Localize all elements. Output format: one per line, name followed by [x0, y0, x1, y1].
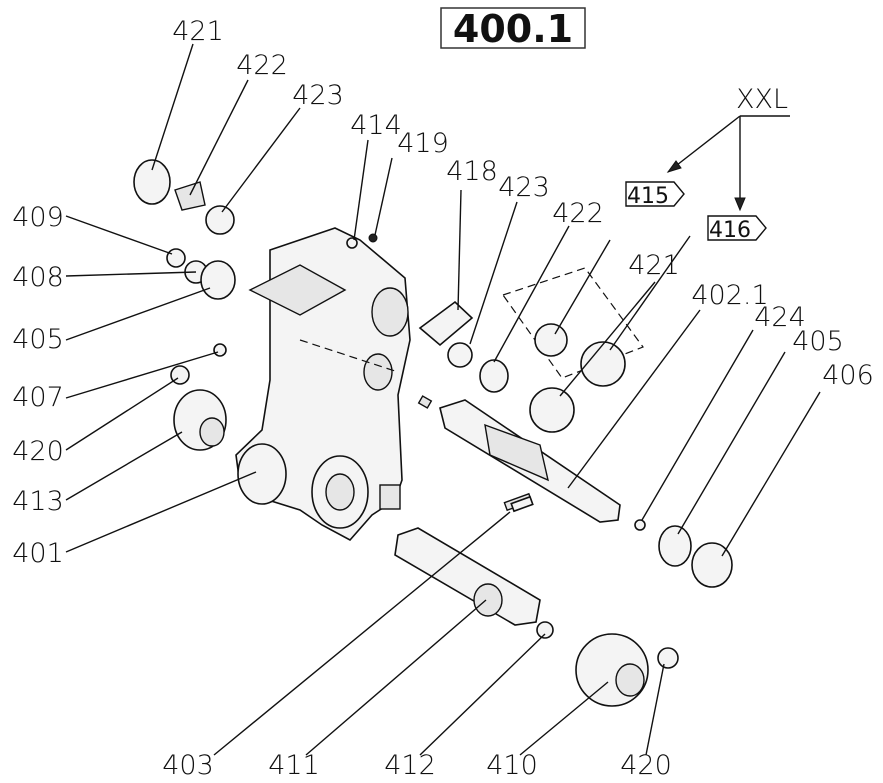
callout-410: 410 — [486, 750, 538, 781]
callout-422-top: 422 — [236, 50, 288, 81]
arrowhead-415 — [666, 160, 682, 173]
xxl-label: XXL — [736, 84, 788, 115]
callout-405-left: 405 — [12, 324, 64, 355]
callout-405-right: 405 — [792, 326, 844, 357]
arrowhead-416 — [734, 197, 746, 212]
title-text: 400.1 — [453, 7, 573, 51]
callout-421-right: 421 — [628, 250, 680, 281]
callout-411: 411 — [268, 750, 320, 781]
callouts: 421 422 423 414 419 418 423 422 409 408 … — [12, 16, 874, 781]
tag-415 — [625, 181, 685, 207]
callout-423-top: 423 — [292, 80, 344, 111]
callout-421-top: 421 — [172, 16, 224, 47]
tag-416 — [707, 215, 767, 241]
xxl-group: XXL 415 416 — [502, 84, 790, 379]
callout-418: 418 — [446, 156, 498, 187]
tag-416-text: 416 — [709, 218, 751, 243]
xxl-arrow-415 — [667, 115, 741, 173]
title-frame — [440, 7, 586, 49]
housing-401 — [235, 227, 411, 542]
callout-422-mid: 422 — [552, 198, 604, 229]
callout-401: 401 — [12, 538, 64, 569]
callout-414: 414 — [350, 110, 402, 141]
tag-415-text: 415 — [627, 184, 669, 209]
callout-402-1: 402.1 — [691, 280, 768, 311]
shaft-411 — [394, 492, 541, 626]
callout-409: 409 — [12, 202, 64, 233]
callout-424: 424 — [754, 302, 806, 333]
callout-408: 408 — [12, 262, 64, 293]
title-block: 400.1 — [440, 7, 586, 51]
callout-403: 403 — [162, 750, 214, 781]
leader-lines — [65, 43, 821, 756]
callout-406: 406 — [822, 360, 874, 391]
callout-413: 413 — [12, 486, 64, 517]
callout-407: 407 — [12, 382, 64, 413]
callout-412: 412 — [384, 750, 436, 781]
callout-420-bottom: 420 — [620, 750, 672, 781]
small-parts — [133, 159, 733, 707]
shaft-402-1 — [417, 395, 621, 523]
callout-419: 419 — [397, 128, 449, 159]
callout-420-left: 420 — [12, 436, 64, 467]
callout-423-mid: 423 — [498, 172, 550, 203]
